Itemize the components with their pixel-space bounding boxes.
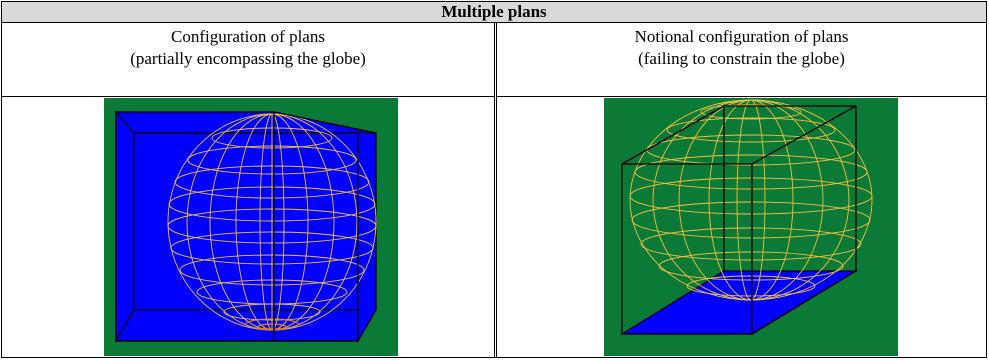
globe-wireframe (629, 99, 873, 301)
globe-exceeding-box-illustration (604, 98, 898, 356)
right-plane (357, 131, 377, 344)
table-header: Multiple plans (2, 2, 986, 23)
caption-left: Configuration of plans (partially encomp… (2, 23, 494, 97)
caption-right: Notional configuration of plans (failing… (497, 23, 986, 97)
column-divider (494, 23, 497, 357)
globe-in-box-illustration (104, 98, 398, 356)
left-plane (115, 110, 135, 344)
back-plane (133, 132, 377, 311)
caption-right-line1: Notional configuration of plans (634, 27, 849, 46)
bottom-plane (114, 309, 378, 342)
globe-bottom-pole (245, 318, 299, 331)
image-cell-left (2, 97, 494, 357)
caption-right-line2: (failing to constrain the globe) (638, 49, 845, 68)
box-edges (621, 105, 857, 335)
box-edges (115, 111, 377, 342)
caption-left-line2: (partially encompassing the globe) (130, 49, 366, 68)
image-cell-right (497, 97, 986, 357)
caption-left-line1: Configuration of plans (171, 27, 325, 46)
